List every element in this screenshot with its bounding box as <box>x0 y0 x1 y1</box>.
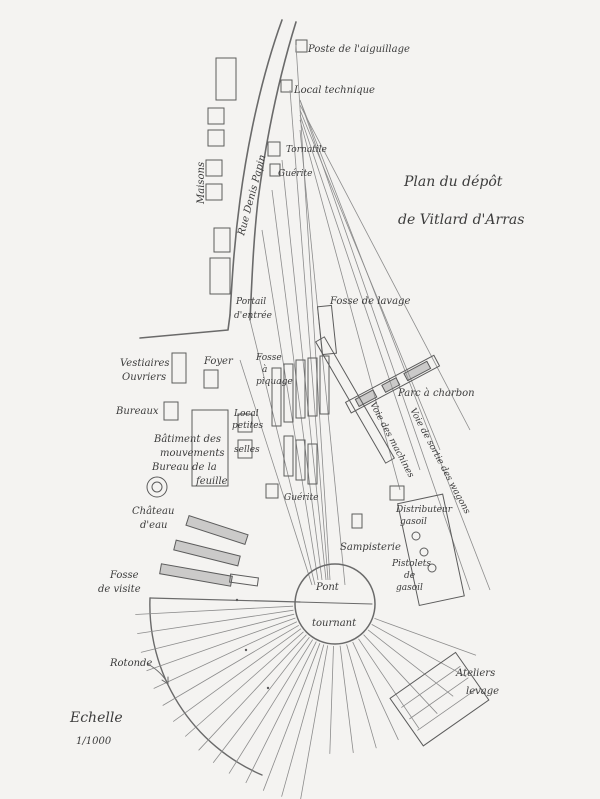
label-tornatile: Tornatile <box>286 145 327 155</box>
label-batiment-1: Bâtiment des <box>153 434 221 445</box>
label-pistolets-1: Pistolets <box>391 559 431 569</box>
coal-track-strip <box>314 336 396 464</box>
label-local-petites-1: Local <box>233 409 259 419</box>
label-local-technique: Local technique <box>293 85 375 96</box>
turntable-spur <box>363 634 438 714</box>
label-fosse-piquage-1: Fosse <box>255 353 282 363</box>
roundhouse-track <box>172 628 302 722</box>
label-portail-1: Portail <box>235 297 266 307</box>
label-local-petites-3: selles <box>234 445 260 455</box>
roundhouse-track <box>137 609 294 634</box>
label-distributeur-2: gasoil <box>400 517 427 527</box>
label-foyer: Foyer <box>203 356 234 367</box>
depot-boundary <box>139 314 231 339</box>
label-sampisterie: Sampisterie <box>340 542 401 553</box>
title-line2: de Vitlard d'Arras <box>398 212 524 228</box>
label-portail-2: d'entrée <box>234 310 272 321</box>
label-fosse-piquage-2: à <box>262 364 267 375</box>
turntable-spur <box>339 645 354 753</box>
roundhouse-track <box>153 621 298 689</box>
washing-pit <box>316 304 338 356</box>
roundhouse-track <box>212 637 310 763</box>
label-ateliers-2: levage <box>466 686 499 697</box>
roundhouse-track <box>281 644 325 797</box>
label-scale: Echelle <box>69 710 123 726</box>
label-parc-charbon: Parc à charbon <box>397 388 475 399</box>
label-batiment-4: feuille <box>195 476 228 487</box>
label-local-petites-2: petites <box>232 421 264 431</box>
label-rotonde: Rotonde <box>109 658 152 669</box>
roundhouse-track <box>146 617 296 672</box>
turntable-spur <box>371 624 467 678</box>
roundhouse-track <box>140 613 295 653</box>
roundhouse-track <box>300 645 329 799</box>
roundhouse-track <box>228 639 314 774</box>
roundhouse-track <box>198 634 307 751</box>
label-batiment-3: Bureau de la <box>151 462 217 473</box>
label-fosse-visite-1: Fosse <box>109 570 139 581</box>
turntable[interactable] <box>294 563 376 645</box>
inspection-pits <box>159 515 259 587</box>
roundhouse-track <box>162 624 300 706</box>
label-tournant: tournant <box>312 618 357 629</box>
fuel-station <box>397 493 465 607</box>
houses <box>205 57 237 295</box>
label-scale-value: 1/1000 <box>76 736 112 747</box>
label-bureaux: Bureaux <box>115 406 159 417</box>
label-poste-aiguillage: Poste de l'aiguillage <box>307 44 410 55</box>
water-tower <box>146 476 168 498</box>
label-pistolets-2: de <box>404 571 415 581</box>
roundhouse-track <box>184 631 304 737</box>
label-vestiaires-2: Ouvriers <box>122 372 166 383</box>
track-marks <box>235 598 270 690</box>
turntable-spur <box>329 645 334 754</box>
label-ateliers-1: Ateliers <box>455 668 495 679</box>
roundhouse-track <box>245 641 317 784</box>
label-fosse-lavage: Fosse de lavage <box>329 296 410 307</box>
roundhouse <box>135 597 477 799</box>
label-fosse-piquage-3: piquage <box>256 377 293 387</box>
turntable-spur <box>367 629 454 697</box>
track-fan <box>239 44 491 591</box>
street-edge-right <box>249 21 297 321</box>
label-batiment-2: mouvements <box>160 448 225 459</box>
coal-park <box>344 354 441 414</box>
label-pont: Pont <box>315 582 340 593</box>
label-distributeur-1: Distributeur <box>395 505 453 515</box>
label-chateau-2: d'eau <box>140 520 167 531</box>
label-pistolets-3: gasoil <box>396 583 423 593</box>
label-guerite: Guérite <box>278 168 312 179</box>
turntable-spur <box>374 618 477 656</box>
street-edge-left <box>229 19 283 316</box>
title-line1: Plan du dépôt <box>403 174 503 190</box>
label-maisons: Maisons <box>196 162 207 205</box>
turntable-spur <box>346 644 377 749</box>
roundhouse-track <box>135 605 294 615</box>
left-buildings <box>163 352 405 529</box>
label-guerite2: Guérite <box>284 492 318 503</box>
turntable-spur <box>352 641 399 741</box>
workshop <box>389 651 490 747</box>
pit-tracks <box>271 355 330 485</box>
label-fosse-visite-2: de visite <box>98 584 141 595</box>
roundhouse-track <box>262 643 321 791</box>
turntable-spur <box>358 638 420 729</box>
label-vestiaires-1: Vestiaires <box>120 358 170 369</box>
label-chateau-1: Château <box>132 506 174 517</box>
rotonde-arrow <box>147 663 169 685</box>
